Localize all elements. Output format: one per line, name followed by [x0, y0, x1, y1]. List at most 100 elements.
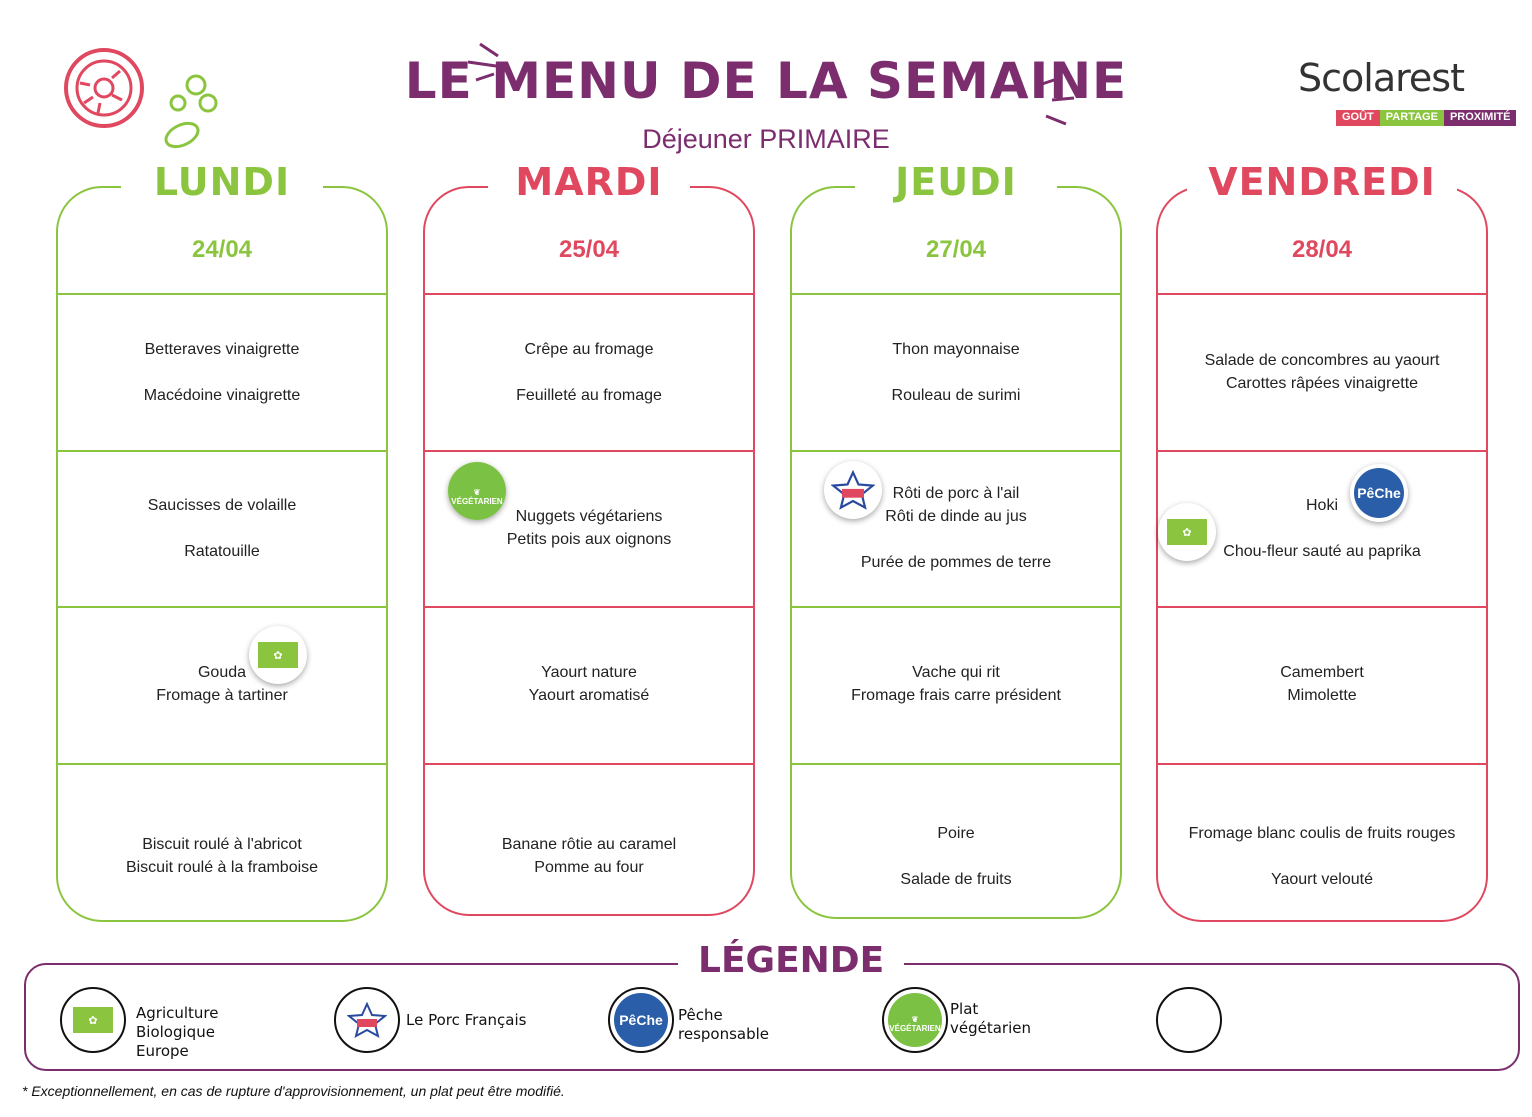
dish-line [790, 528, 1122, 551]
dish-line: Feuilleté au fromage [516, 386, 662, 404]
course-divider [58, 763, 386, 765]
dish-line: Mimolette [1287, 687, 1357, 704]
dish-line: Ratatouille [184, 542, 260, 560]
logo-tag: GOÛT [1336, 110, 1380, 126]
legend-porc-label: Le Porc Français [406, 1011, 527, 1029]
logo-tag: PARTAGE [1379, 110, 1444, 126]
peche-badge-icon: PêChe [1350, 464, 1408, 522]
dish-line: Crêpe au fromage [524, 340, 654, 358]
footnote: * Exceptionnellement, en cas de rupture … [22, 1083, 565, 1099]
dish-line: Pomme au four [534, 859, 644, 876]
dish-line: Chou-fleur sauté au paprika [1223, 542, 1421, 560]
dish-line: Hoki [1305, 496, 1338, 514]
course-cell: Poire Salade de fruits [790, 822, 1122, 891]
peche-icon: PêChe [614, 993, 668, 1047]
bio-badge-icon: ✿ [249, 626, 307, 684]
dish-line: Salade de concombres au yaourt [1204, 352, 1440, 369]
course-cell: Betteraves vinaigrette Macédoine vinaigr… [56, 338, 388, 407]
dish-line [790, 361, 1122, 384]
dish-line: Rôti de porc à l'ail [892, 485, 1020, 502]
legend-veg-badge: ❦VÉGÉTARIEN [882, 987, 948, 1053]
legend-empty-badge [1156, 987, 1222, 1053]
day-name: JEUDI [855, 160, 1057, 204]
course-divider [425, 450, 753, 452]
course-divider [792, 606, 1120, 608]
dish-line: Betteraves vinaigrette [144, 340, 300, 358]
day-date: 27/04 [925, 236, 987, 263]
bio-badge-icon: ✿ [1158, 503, 1216, 561]
dish-line: Camembert [1280, 664, 1364, 681]
course-divider [1158, 293, 1486, 295]
course-divider [425, 763, 753, 765]
day-date: 28/04 [1291, 236, 1353, 263]
day-panel [423, 186, 755, 916]
porc-badge-icon [824, 461, 882, 519]
legend-peche-badge: PêChe [608, 987, 674, 1053]
logo-tag: PROXIMITÉ [1443, 110, 1517, 126]
course-divider [1158, 763, 1486, 765]
dish-line: Nuggets végétariens [515, 508, 663, 525]
dish-line [790, 845, 1122, 868]
dish-line [56, 361, 388, 384]
course-cell: Thon mayonnaise Rouleau de surimi [790, 338, 1122, 407]
porc-icon [347, 1002, 387, 1038]
course-divider [1158, 450, 1486, 452]
course-divider [58, 293, 386, 295]
dish-line [1156, 845, 1488, 868]
course-divider [1158, 606, 1486, 608]
dish-line [56, 517, 388, 540]
course-cell: Fromage blanc coulis de fruits rouges Ya… [1156, 822, 1488, 891]
page-subtitle: Déjeuner PRIMAIRE [642, 124, 890, 154]
legend-bio-badge: ✿ [60, 987, 126, 1053]
day-date: 25/04 [558, 236, 620, 263]
dish-line: Salade de fruits [900, 870, 1012, 888]
dish-line: Gouda [197, 664, 247, 681]
day-date: 24/04 [191, 236, 253, 263]
dish-line: Yaourt velouté [1271, 870, 1373, 888]
day-name: MARDI [488, 160, 690, 204]
legend-title: LÉGENDE [678, 940, 905, 981]
course-cell: Hoki Chou-fleur sauté au paprika [1156, 494, 1488, 563]
day-name: LUNDI [121, 160, 323, 204]
dish-line: Vache qui rit [912, 664, 1000, 681]
dish-line: Macédoine vinaigrette [143, 386, 301, 404]
course-divider [58, 606, 386, 608]
logo-wordmark: Scolarest [1298, 56, 1465, 100]
dish-line: Fromage à tartiner [156, 687, 288, 704]
dish-line: Thon mayonnaise [892, 340, 1020, 358]
veg-badge-icon: ❦VÉGÉTARIEN [448, 462, 506, 520]
legend-porc-badge [334, 987, 400, 1053]
course-divider [425, 606, 753, 608]
dish-line: Yaourt nature [541, 664, 637, 681]
brand-logo: Scolarest GOÛT PARTAGE PROXIMITÉ [1296, 52, 1517, 128]
tomato-decoration-icon [64, 48, 218, 149]
title-decoration-icon [467, 42, 1075, 126]
course-divider [792, 450, 1120, 452]
dish-line: Fromage frais carre président [851, 687, 1061, 704]
bio-icon: ✿ [73, 1007, 113, 1033]
dish-line: Saucisses de volaille [147, 496, 297, 514]
course-divider [792, 763, 1120, 765]
course-divider [58, 450, 386, 452]
day-name: VENDREDI [1187, 160, 1457, 204]
dish-line: Poire [937, 824, 975, 842]
dish-line: Carottes râpées vinaigrette [1225, 375, 1419, 392]
veg-icon: ❦VÉGÉTARIEN [888, 993, 942, 1047]
dish-line [423, 361, 755, 384]
dish-line: Biscuit roulé à la framboise [125, 859, 319, 876]
dish-line: Purée de pommes de terre [860, 554, 1052, 571]
course-cell: Saucisses de volaille Ratatouille [56, 494, 388, 563]
dish-line: Banane rôtie au caramel [501, 836, 677, 853]
dish-line: Rouleau de surimi [891, 386, 1021, 404]
dish-line: Yaourt aromatisé [528, 687, 650, 704]
